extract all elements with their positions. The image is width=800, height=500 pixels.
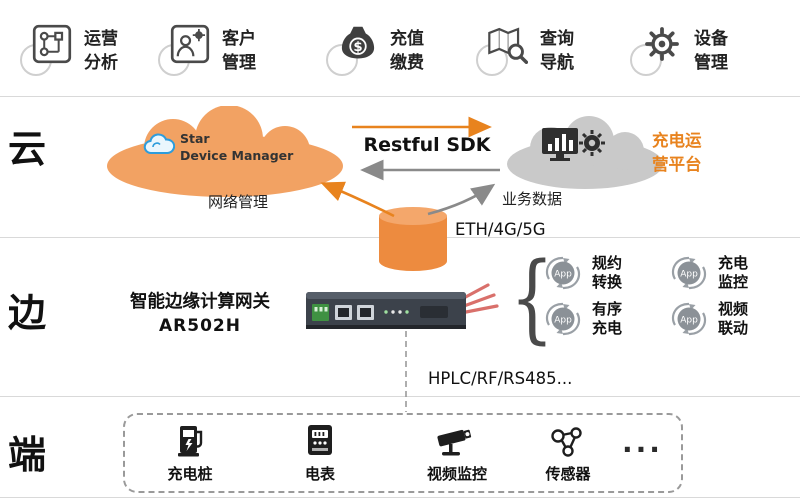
terminal-device-label: 充电桩 [167, 465, 213, 483]
top-app-navigation: 查询 导航 [476, 24, 574, 76]
edge-app-video-linkage: App 视频 联动 [666, 298, 748, 340]
top-app-recharge: $ 充值 缴费 [326, 24, 424, 76]
analysis-icon [20, 24, 72, 76]
terminal-device-label: 电表 [304, 465, 335, 483]
gateway-label: 智能边缘计算网关 AR502H [90, 288, 310, 336]
top-app-label: 设备 管理 [694, 29, 728, 73]
edge-app-label: 有序 充电 [592, 300, 623, 337]
top-app-label: 充值 缴费 [390, 29, 424, 73]
app-badge-icon: App [671, 302, 707, 336]
top-app-customer: 客户 管理 [158, 24, 256, 76]
app-badge-icon: App [671, 256, 707, 290]
navigation-icon [476, 24, 528, 76]
terminal-devices-box [123, 413, 683, 493]
edge-app-label: 充电 监控 [718, 254, 749, 291]
business-data-label: 业务数据 [502, 190, 563, 208]
edge-app-charging-monitor: App 充电 监控 [666, 252, 748, 294]
layer-label-terminal: 端 [8, 433, 47, 477]
app-badge-icon: App [545, 256, 581, 290]
layer-label-cloud: 云 [8, 127, 47, 171]
top-app-analysis: 运营 分析 [20, 24, 118, 76]
downlink-label: HPLC/RF/RS485... [428, 369, 573, 388]
sdm-line2: Device Manager [180, 147, 294, 163]
edge-app-label: 规约 转换 [592, 254, 623, 291]
app-badge-icon: App [545, 302, 581, 336]
gateway-name: 智能边缘计算网关 [130, 292, 270, 312]
charging-pile-icon [172, 421, 212, 465]
restful-sdk-label: Restful SDK [363, 134, 491, 156]
terminal-device-label: 传感器 [545, 465, 591, 483]
uplink-label: ETH/4G/5G [455, 220, 546, 239]
terminal-device-label: 视频监控 [426, 465, 487, 483]
customer-icon [158, 24, 210, 76]
top-app-label: 客户 管理 [222, 29, 256, 73]
divider [0, 96, 800, 97]
svg-text:App: App [554, 270, 572, 280]
recharge-icon: $ [326, 24, 378, 76]
divider [0, 497, 800, 498]
svg-text:$: $ [353, 40, 362, 55]
more-devices-ellipsis: ... [622, 426, 663, 459]
layer-label-edge: 边 [8, 291, 47, 335]
star-device-manager-text: Star Device Manager [180, 131, 293, 165]
divider [0, 396, 800, 397]
gateway-model: AR502H [159, 316, 241, 336]
gateway-device-image [300, 278, 502, 340]
top-app-label: 查询 导航 [540, 29, 574, 73]
edge-app-label: 视频 联动 [718, 300, 749, 337]
top-app-device-mgmt: 设备 管理 [630, 24, 728, 76]
platform-monitor-icon [540, 126, 606, 174]
top-app-label: 运营 分析 [84, 29, 118, 73]
svg-text:App: App [680, 316, 698, 326]
charging-platform-label: 充电运 营平台 [652, 131, 702, 174]
apps-brace: { [510, 242, 554, 354]
edge-app-protocol-conversion: App 规约 转换 [540, 252, 622, 294]
blue-cloud-icon [143, 133, 176, 161]
device-mgmt-icon [630, 24, 682, 76]
meter-icon [300, 421, 340, 465]
svg-text:App: App [680, 270, 698, 280]
svg-text:App: App [554, 316, 572, 326]
network-mgmt-label: 网络管理 [208, 193, 269, 211]
gateway-uplink-cylinder [377, 206, 449, 278]
camera-icon [434, 423, 480, 465]
edge-app-orderly-charging: App 有序 充电 [540, 298, 622, 340]
sdm-line1: Star [180, 131, 210, 146]
sensor-icon [548, 425, 588, 463]
